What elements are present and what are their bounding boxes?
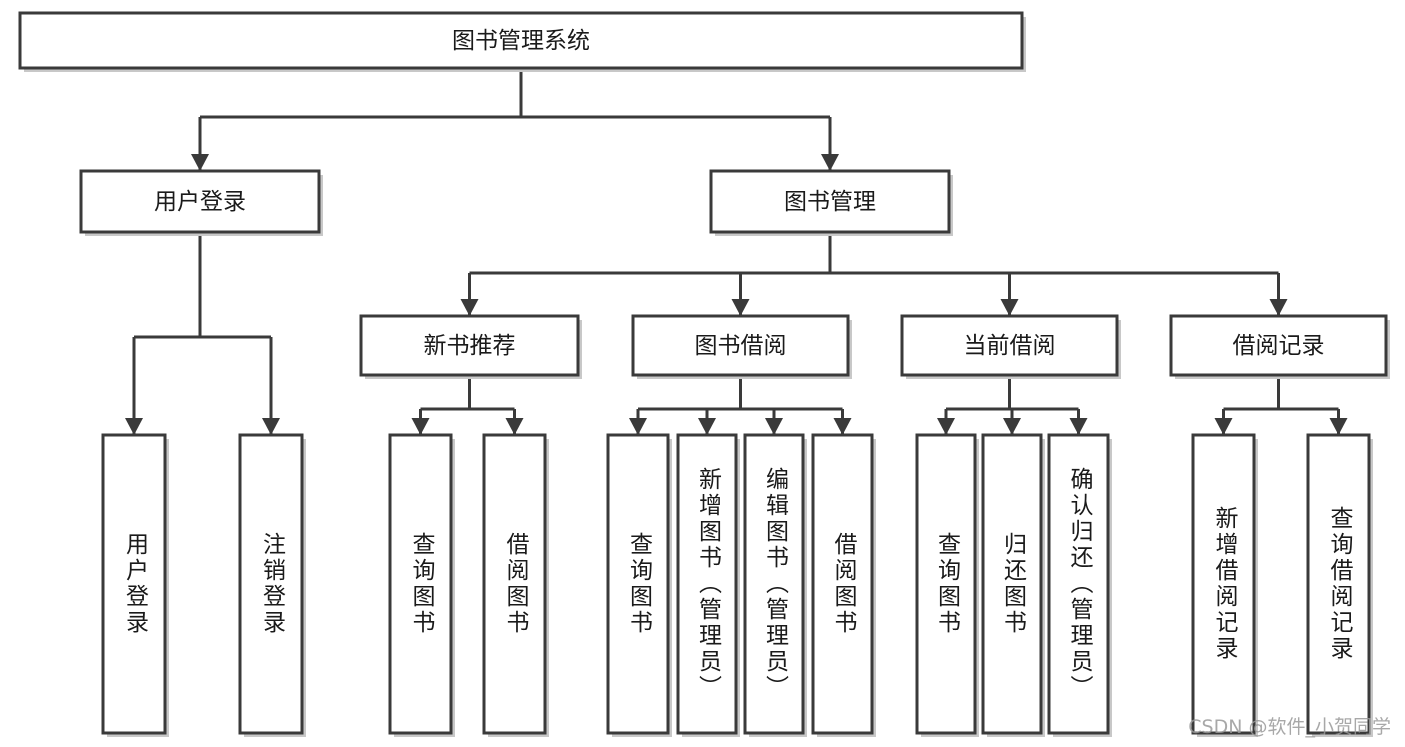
node-box-root[interactable] — [18, 11, 1024, 70]
node-box-leaf-confirm-return[interactable] — [1047, 433, 1110, 735]
arrowhead — [191, 154, 209, 171]
node-label-book-borrow: 图书借阅 — [695, 333, 787, 359]
arrowhead — [1003, 418, 1021, 435]
arrowhead — [937, 418, 955, 435]
node-box-leaf-logout[interactable] — [238, 433, 304, 735]
node-box-leaf-query-book-2[interactable] — [606, 433, 670, 735]
arrowhead — [1269, 299, 1288, 316]
node-box-leaf-query-record[interactable] — [1306, 433, 1371, 735]
node-box-leaf-add-record[interactable] — [1191, 433, 1256, 735]
node-label-current-borrow: 当前借阅 — [964, 333, 1056, 359]
arrowhead — [1214, 418, 1233, 435]
node-box-leaf-query-book-1[interactable] — [388, 433, 453, 735]
arrowhead — [460, 299, 479, 316]
arrowhead — [262, 418, 280, 435]
node-box-book-borrow[interactable] — [631, 314, 850, 377]
node-box-leaf-query-book-3[interactable] — [915, 433, 977, 735]
node-box-new-book-recommend[interactable] — [359, 314, 580, 377]
arrowhead — [833, 418, 852, 435]
arrowhead — [1329, 418, 1348, 435]
node-box-current-borrow[interactable] — [900, 314, 1119, 377]
arrowhead — [125, 418, 143, 435]
node-label-book-manage: 图书管理 — [784, 189, 876, 215]
arrowhead — [765, 418, 783, 435]
node-label-new-book-recommend: 新书推荐 — [424, 333, 516, 359]
node-box-user-login[interactable] — [79, 169, 321, 234]
arrowhead — [505, 418, 524, 435]
connector-layer — [125, 68, 1348, 435]
node-box-borrow-record[interactable] — [1169, 314, 1388, 377]
csdn-watermark: CSDN @软件_小贺同学 — [1188, 716, 1391, 738]
node-label-user-login: 用户登录 — [154, 189, 246, 215]
node-box-leaf-edit-book[interactable] — [743, 433, 805, 735]
node-box-leaf-add-book[interactable] — [676, 433, 738, 735]
arrowhead — [821, 154, 839, 171]
node-label-root: 图书管理系统 — [452, 28, 590, 54]
node-box-layer — [18, 11, 1390, 737]
arrowhead — [629, 418, 647, 435]
node-box-leaf-borrow-book-1[interactable] — [482, 433, 547, 735]
arrowhead — [698, 418, 716, 435]
arrowhead — [731, 299, 750, 316]
arrowhead — [1069, 418, 1088, 435]
node-box-book-manage[interactable] — [709, 169, 951, 234]
node-box-leaf-return-book[interactable] — [981, 433, 1043, 735]
node-label-borrow-record: 借阅记录 — [1233, 333, 1325, 359]
node-box-leaf-borrow-book-2[interactable] — [811, 433, 874, 735]
node-box-leaf-user-login[interactable] — [101, 433, 167, 735]
arrowhead — [411, 418, 430, 435]
arrowhead — [1000, 299, 1019, 316]
